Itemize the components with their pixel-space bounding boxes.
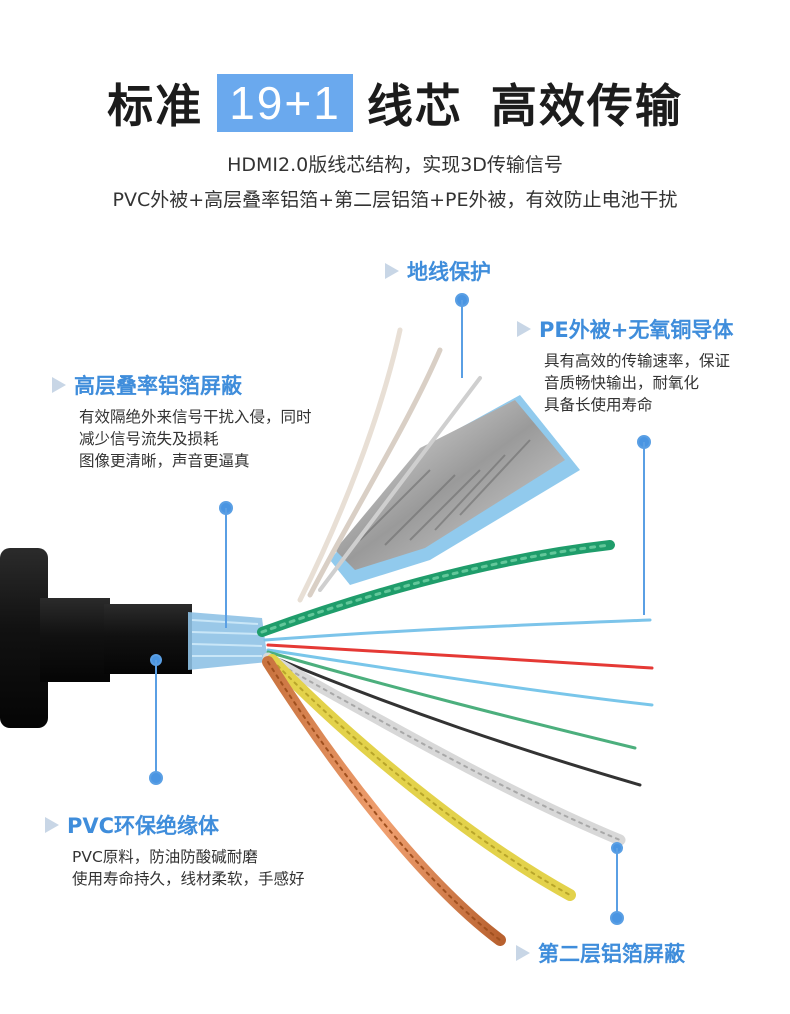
title-middle: 线芯 (366, 79, 463, 133)
page-title: 标准 19+1 线芯 高效传输 (0, 70, 790, 136)
signal-wires (257, 540, 654, 946)
aluminum-foil (330, 395, 580, 585)
callout-pe: PE外被+无氧铜导体 具有高效的传输速率，保证 音质畅快输出，耐氧化 具备长使用… (517, 314, 733, 416)
ground-strands (297, 327, 482, 603)
callout-foil-high-desc-1: 有效隔绝外来信号干扰入侵，同时 (79, 408, 312, 426)
callout-foil-high-title: 高层叠率铝箔屏蔽 (74, 374, 242, 398)
callout-pvc: PVC环保绝缘体 PVC原料，防油防酸碱耐磨 使用寿命持久，线材柔软，手感好 (45, 810, 305, 890)
callout-foil-high-desc-3: 图像更清晰，声音更逼真 (79, 452, 250, 470)
callout-pvc-desc-2: 使用寿命持久，线材柔软，手感好 (72, 870, 305, 888)
arrow-icon (52, 377, 66, 393)
title-prefix: 标准 (107, 79, 204, 133)
braid-shield (188, 612, 268, 670)
callout-pe-desc-2: 音质畅快输出，耐氧化 (544, 374, 700, 392)
arrow-icon (45, 817, 59, 833)
callout-pvc-desc-1: PVC原料，防油防酸碱耐磨 (72, 848, 258, 866)
callout-pe-desc-3: 具备长使用寿命 (544, 396, 653, 414)
callout-pvc-title: PVC环保绝缘体 (67, 814, 220, 838)
callout-foil-second: 第二层铝箔屏蔽 (516, 938, 685, 968)
callout-foil-high: 高层叠率铝箔屏蔽 有效隔绝外来信号干扰入侵，同时 减少信号流失及损耗 图像更清晰… (52, 370, 312, 472)
callout-ground-title: 地线保护 (407, 260, 491, 284)
callout-pe-title: PE外被+无氧铜导体 (539, 318, 734, 342)
subtitle-line-2: PVC外被+高层叠率铝箔+第二层铝箔+PE外被，有效防止电池干扰 (112, 189, 678, 211)
arrow-icon (385, 263, 399, 279)
title-suffix: 高效传输 (490, 79, 683, 133)
title-highlight-badge: 19+1 (217, 74, 353, 132)
callout-foil-high-desc-2: 减少信号流失及损耗 (79, 430, 219, 448)
subtitle-line-1: HDMI2.0版线芯结构，实现3D传输信号 (227, 154, 563, 176)
callout-foil-second-title: 第二层铝箔屏蔽 (538, 942, 685, 966)
callout-pe-desc-1: 具有高效的传输速率，保证 (544, 352, 731, 370)
arrow-icon (517, 321, 531, 337)
callout-ground: 地线保护 (385, 256, 491, 286)
callout-leaders (149, 293, 651, 925)
arrow-icon (516, 945, 530, 961)
pvc-jacket (0, 548, 192, 728)
